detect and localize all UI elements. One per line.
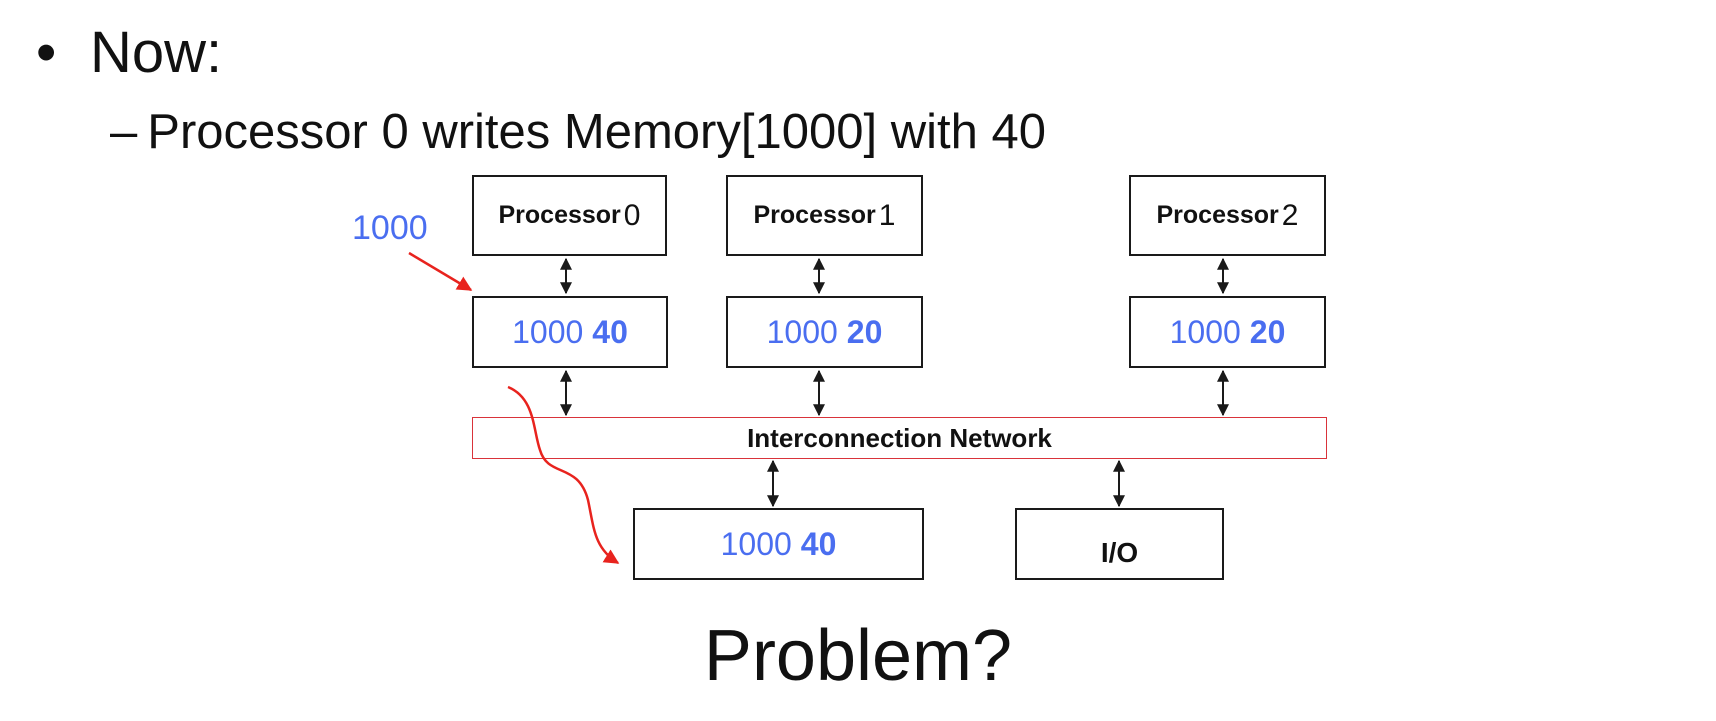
write-through-arrow bbox=[507, 385, 620, 565]
memory-value: 40 bbox=[800, 525, 837, 562]
cache-1-value: 20 bbox=[846, 313, 883, 350]
bullet-marker: • bbox=[36, 20, 57, 85]
address-annotation: 1000 bbox=[352, 209, 428, 247]
io-label: I/O bbox=[1100, 537, 1139, 568]
cache-0-address: 1000 bbox=[512, 313, 584, 350]
main-bullet: • Now: bbox=[36, 18, 222, 88]
memory-address: 1000 bbox=[720, 525, 792, 562]
interconnection-network: Interconnection Network bbox=[472, 417, 1327, 459]
bullet-text: Now: bbox=[90, 20, 223, 85]
processor-2-number: 2 bbox=[1281, 198, 1299, 232]
problem-question: Problem? bbox=[703, 616, 1013, 696]
cache-0-value: 40 bbox=[592, 313, 628, 350]
cache-2-address: 1000 bbox=[1169, 313, 1241, 350]
sub-bullet-marker: – bbox=[110, 105, 138, 159]
sub-bullet: –Processor 0 writes Memory[1000] with 40 bbox=[110, 102, 1046, 162]
sub-bullet-text: Processor 0 writes Memory[1000] with 40 bbox=[147, 105, 1046, 159]
processor-0-number: 0 bbox=[623, 198, 641, 232]
address-pointer-arrow bbox=[408, 251, 473, 292]
cache-1-address: 1000 bbox=[766, 313, 838, 350]
processor-1-number: 1 bbox=[878, 198, 896, 232]
cache-2-value: 20 bbox=[1249, 313, 1286, 350]
network-label: Interconnection Network bbox=[747, 422, 1052, 453]
processor-0-label: Processor bbox=[498, 201, 621, 229]
processor-1-label: Processor bbox=[753, 201, 876, 229]
io-box: I/O bbox=[1015, 508, 1224, 580]
processor-2-label: Processor bbox=[1156, 201, 1279, 229]
